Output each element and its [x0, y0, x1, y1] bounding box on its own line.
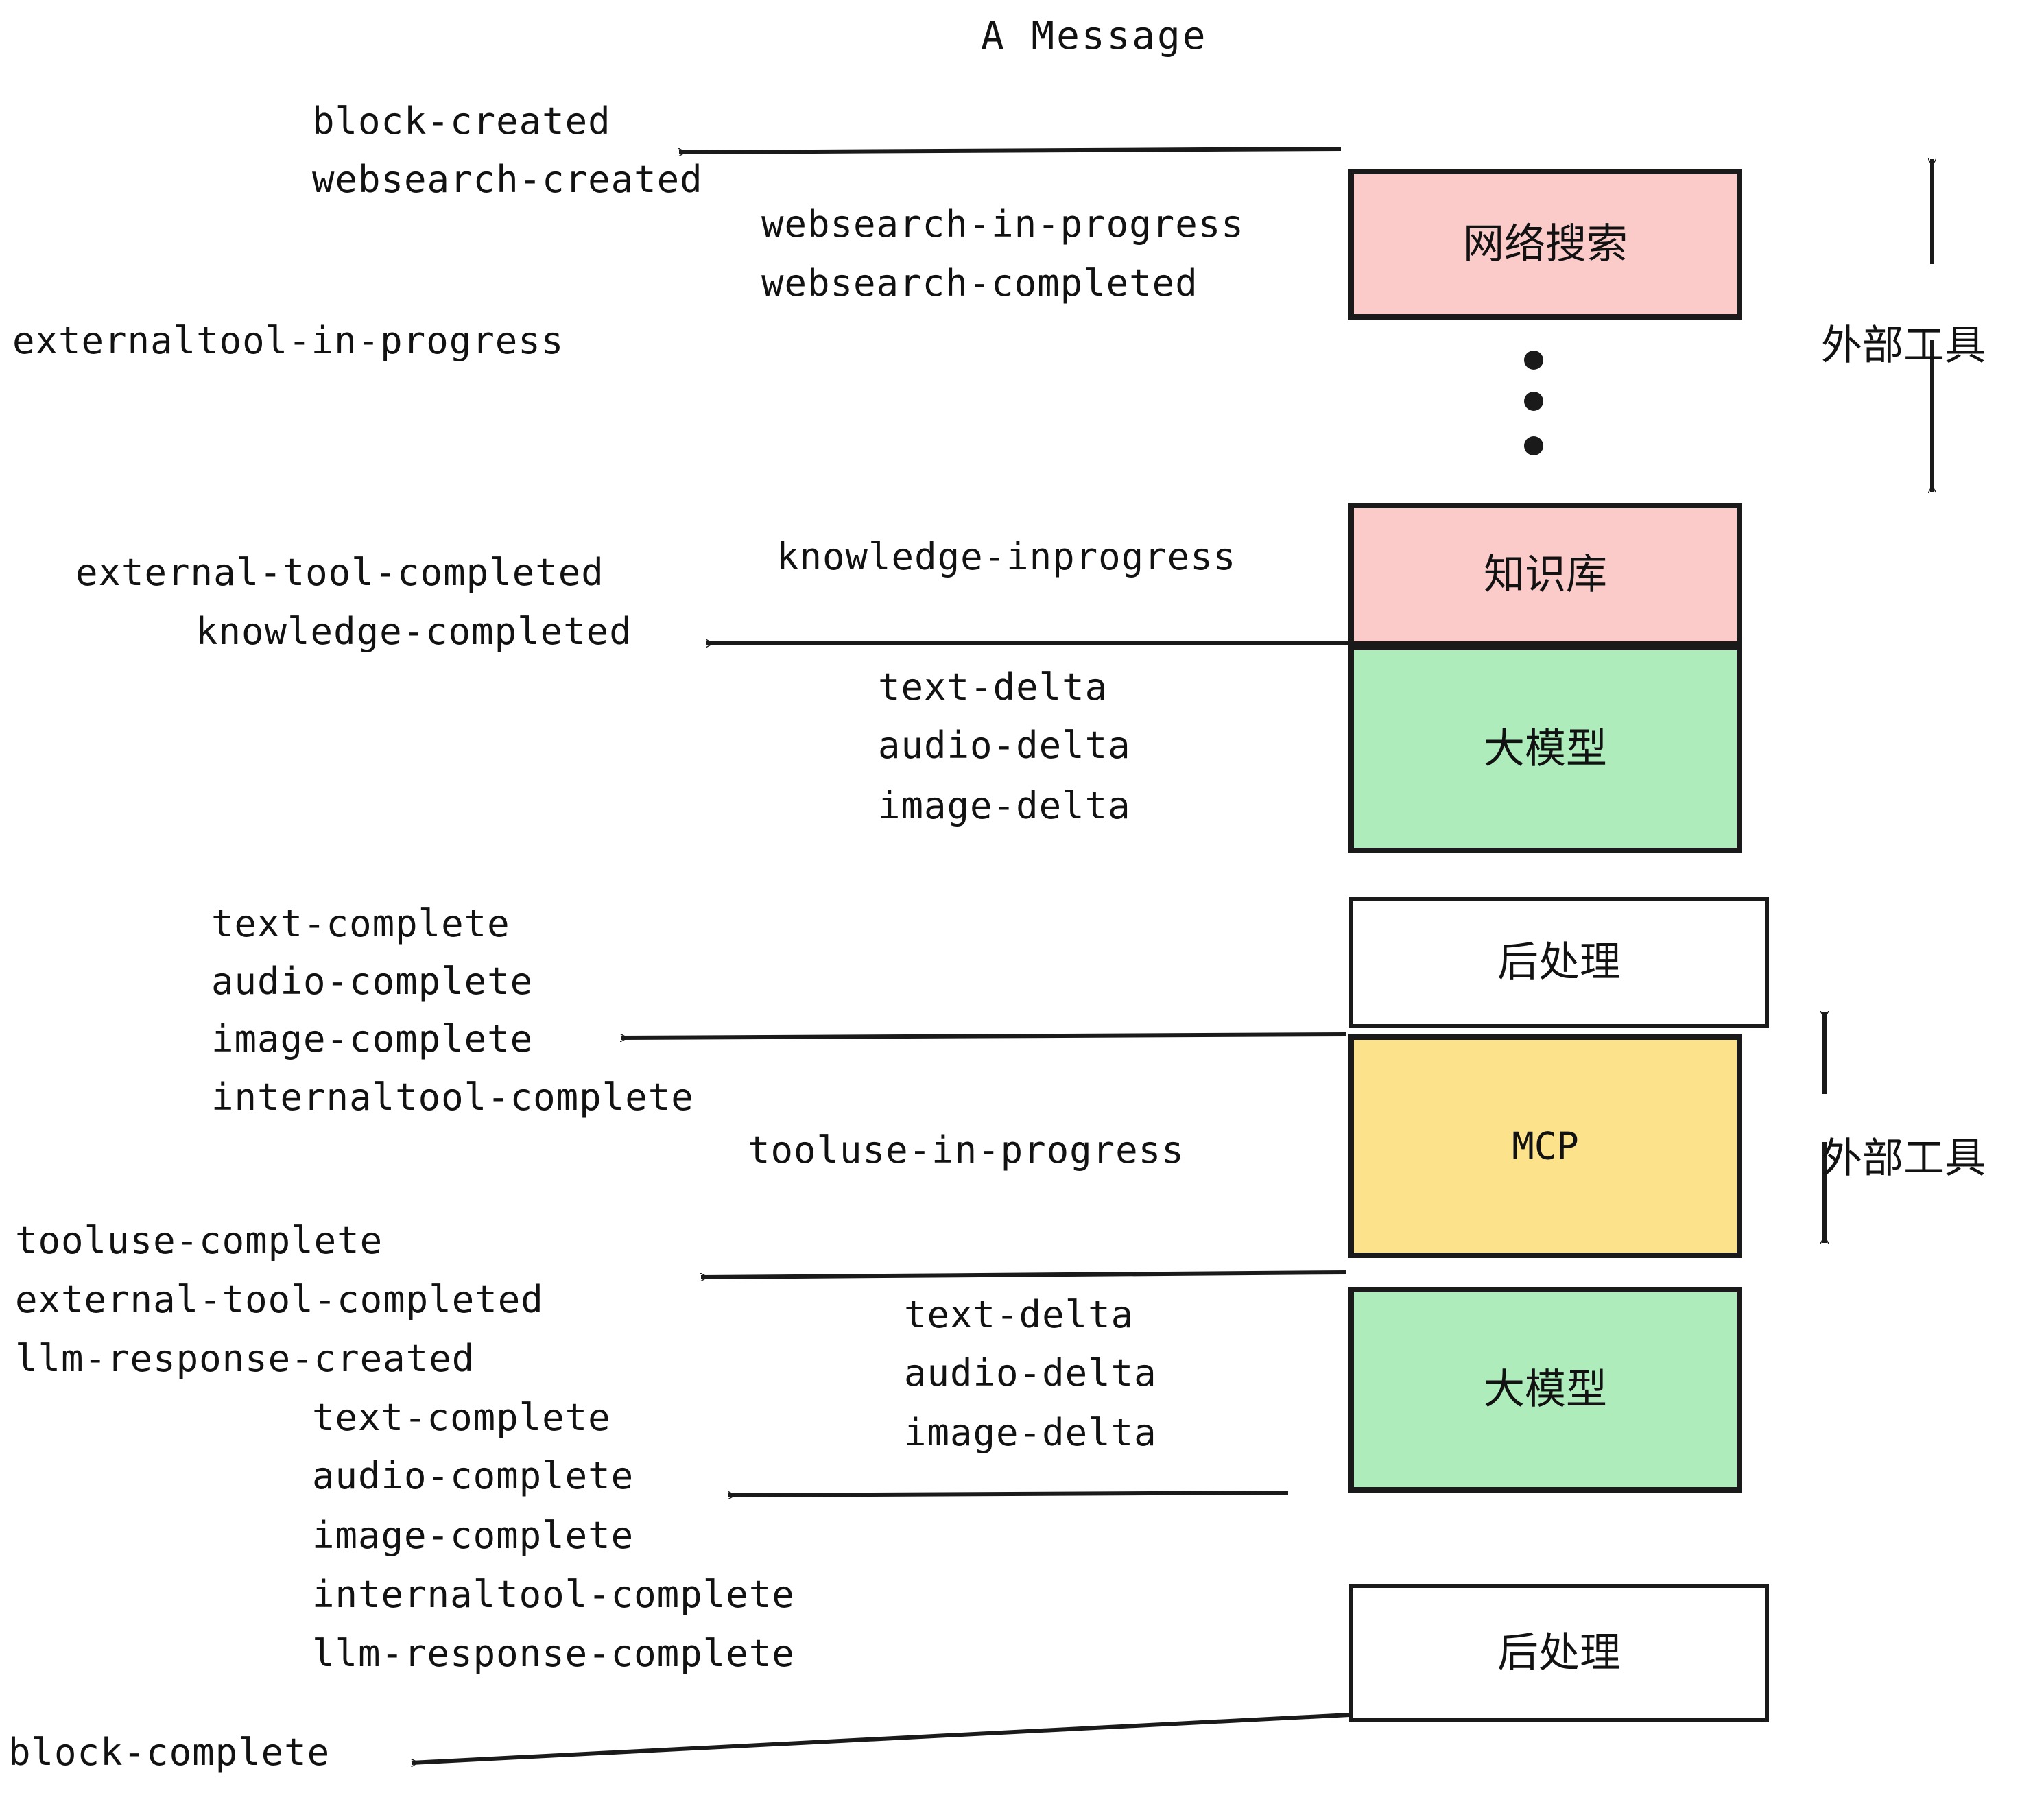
event-label-audio-complete-2: audio-complete: [312, 1454, 634, 1497]
event-label-llm-response-complete: llm-response-complete: [312, 1632, 795, 1675]
node-postproc-2[interactable]: 后处理: [1349, 1584, 1769, 1722]
ellipsis-dot-1: [1524, 351, 1543, 370]
node-llm-2[interactable]: 大模型: [1348, 1287, 1742, 1493]
node-label-postproc-1: 后处理: [1497, 938, 1621, 986]
node-box-mcp: [1348, 1034, 1742, 1258]
event-label-tooluse-complete: tooluse-complete: [15, 1219, 383, 1262]
event-label-knowledge-completed: knowledge-completed: [195, 610, 632, 653]
node-label-knowledge: 知识库: [1484, 551, 1607, 599]
ellipsis-dot-3: [1524, 436, 1543, 455]
event-label-tooluse-in-progress: tooluse-in-progress: [748, 1128, 1185, 1172]
event-label-image-delta-2: image-delta: [904, 1411, 1157, 1454]
event-label-websearch-created: websearch-created: [312, 158, 703, 201]
node-knowledge[interactable]: 知识库: [1348, 503, 1742, 647]
node-label-llm-2: 大模型: [1484, 1366, 1607, 1414]
node-label-postproc-2: 后处理: [1497, 1629, 1621, 1677]
arrows-layer: [412, 147, 1351, 1763]
node-box-postproc-2: [1349, 1584, 1769, 1722]
event-label-image-complete-1: image-complete: [211, 1017, 534, 1060]
event-label-block-complete: block-complete: [8, 1731, 331, 1774]
event-label-externaltool-in-progress: externaltool-in-progress: [12, 319, 565, 362]
event-label-external-tool-completed-1: external-tool-completed: [75, 551, 604, 594]
arrow-llm2-to-left: [728, 1491, 1289, 1495]
event-label-llm-response-created: llm-response-created: [15, 1337, 475, 1380]
event-label-text-complete-1: text-complete: [211, 902, 510, 945]
side-label-external-tool-top: 外部工具: [1821, 322, 1986, 370]
arrow-postproc1-to-left: [621, 1032, 1346, 1038]
event-label-internaltool-complete-1: internaltool-complete: [211, 1076, 694, 1119]
node-postproc-1[interactable]: 后处理: [1349, 897, 1769, 1028]
ellipsis-dots: [1524, 351, 1543, 455]
event-label-knowledge-inprogress: knowledge-inprogress: [776, 535, 1237, 578]
node-box-knowledge: [1348, 503, 1742, 647]
arrow-mcp-to-left: [701, 1270, 1346, 1277]
node-label-mcp: MCP: [1512, 1125, 1579, 1168]
event-label-image-delta-1: image-delta: [878, 784, 1131, 827]
event-label-text-delta-1: text-delta: [878, 665, 1108, 709]
side-label-external-tool-bottom: 外部工具: [1821, 1135, 1986, 1183]
event-label-block-created: block-created: [312, 99, 611, 143]
event-label-audio-delta-2: audio-delta: [904, 1351, 1157, 1394]
event-label-websearch-in-progress: websearch-in-progress: [761, 202, 1244, 246]
event-label-text-delta-2: text-delta: [904, 1293, 1134, 1336]
scope-arrows-layer: [1825, 159, 1932, 1243]
event-label-internaltool-complete-2: internaltool-complete: [312, 1573, 795, 1616]
event-label-image-complete-2: image-complete: [312, 1514, 634, 1557]
node-label-llm-1: 大模型: [1484, 725, 1607, 773]
event-label-external-tool-completed-2: external-tool-completed: [15, 1278, 544, 1321]
node-label-websearch: 网络搜索: [1463, 220, 1628, 268]
node-box-llm-1: [1348, 645, 1742, 853]
node-llm-1[interactable]: 大模型: [1348, 645, 1742, 853]
page-title: A Message: [981, 14, 1208, 58]
node-mcp[interactable]: MCP: [1348, 1034, 1742, 1258]
node-box-llm-2: [1348, 1287, 1742, 1493]
event-label-text-complete-2: text-complete: [312, 1396, 611, 1439]
event-label-audio-delta-1: audio-delta: [878, 724, 1131, 767]
event-label-websearch-completed: websearch-completed: [761, 261, 1198, 305]
node-websearch[interactable]: 网络搜索: [1348, 169, 1742, 320]
arrow-websearch-to-left: [679, 147, 1342, 152]
node-box-postproc-1: [1349, 897, 1769, 1028]
ellipsis-dot-2: [1524, 392, 1543, 411]
node-box-websearch: [1348, 169, 1742, 320]
event-label-audio-complete-1: audio-complete: [211, 960, 534, 1003]
arrow-postproc2-to-left: [412, 1713, 1351, 1763]
